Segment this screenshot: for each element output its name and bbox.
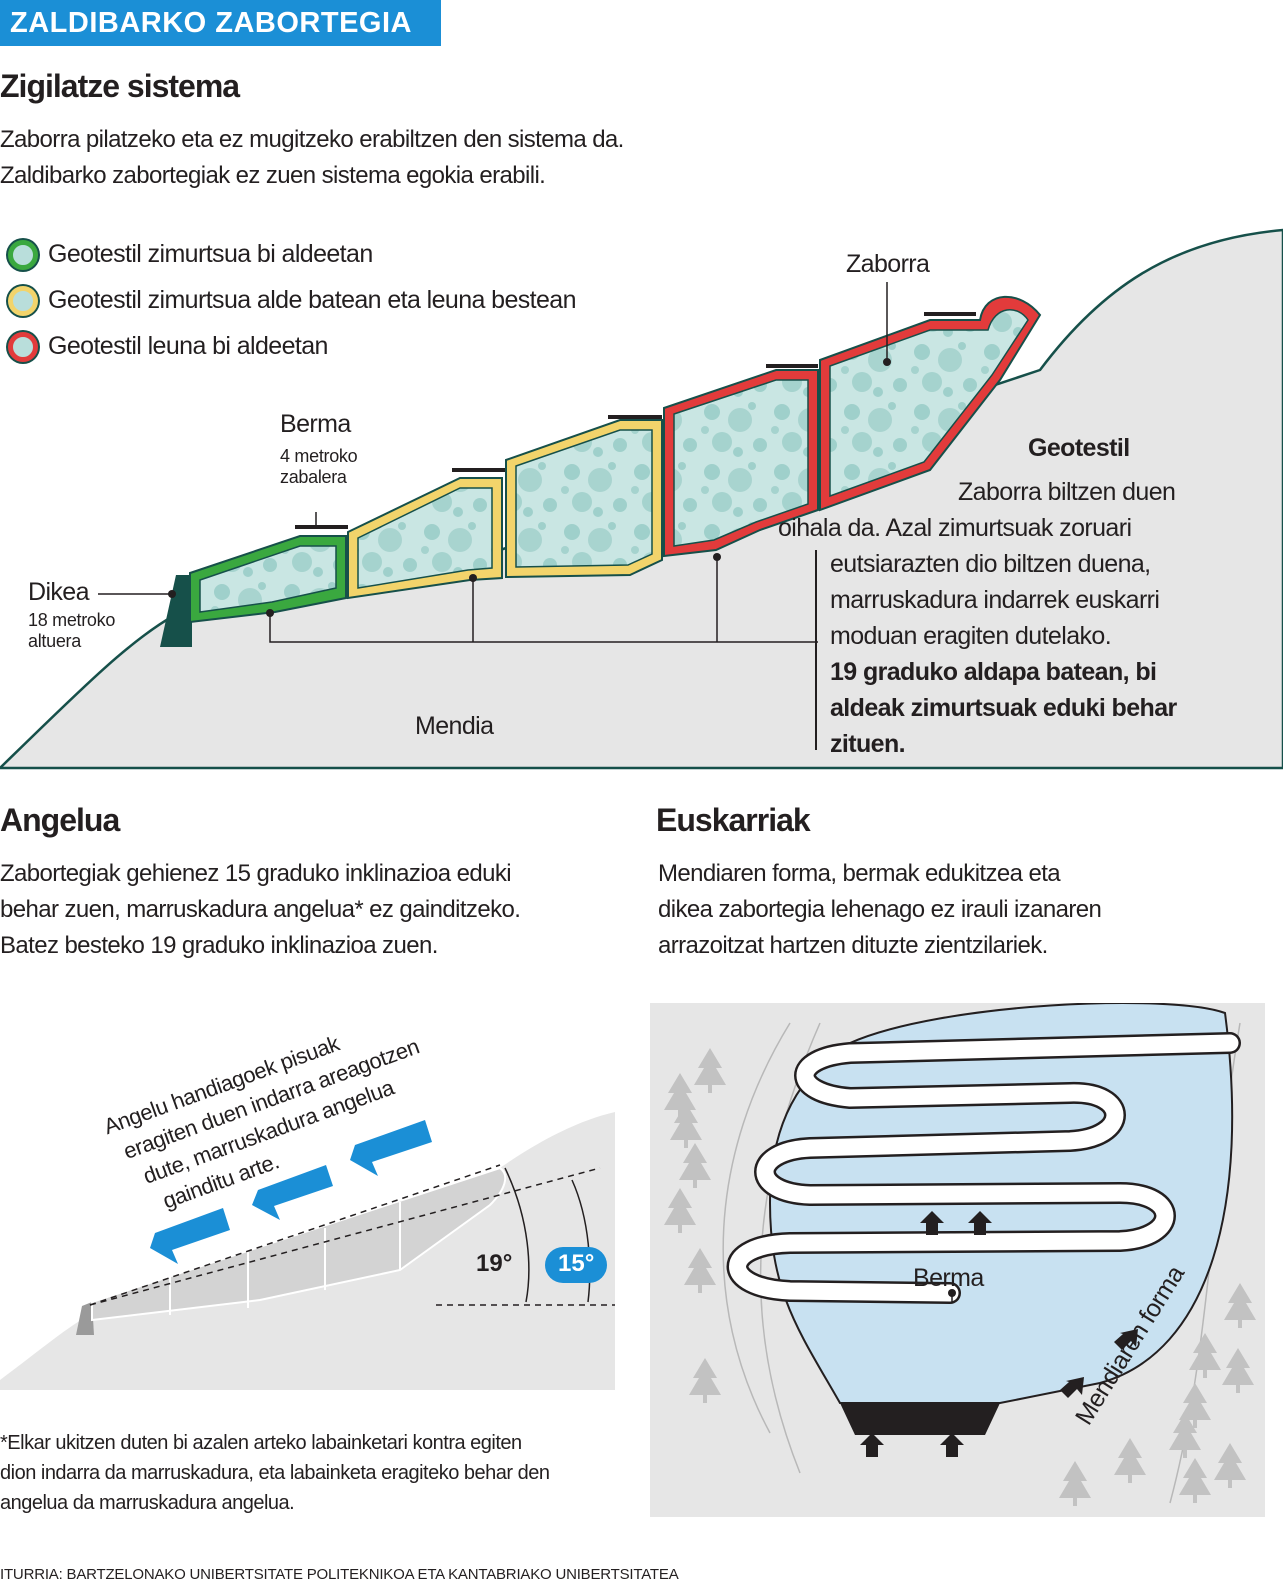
angle-text-line: Zabortegiak gehienez 15 graduko inklinaz…	[0, 860, 512, 887]
angle-arc-19	[504, 1167, 530, 1303]
cell-yellow-2	[505, 419, 663, 579]
angle-19-label: 19°	[476, 1250, 513, 1277]
label-berma: Berma	[280, 410, 351, 438]
geotestil-title: Geotestil	[1028, 434, 1130, 462]
angle-landfill	[91, 1166, 507, 1322]
footnote-line: angelua da marruskadura angelua.	[0, 1492, 295, 1514]
geotestil-text: Zaborra biltzen duen oihala da. Azal zim…	[778, 474, 1250, 762]
legend-label: Geotestil zimurtsua alde batean eta leun…	[48, 286, 577, 314]
legend-item-yellow: Geotestil zimurtsua alde batean eta leun…	[8, 280, 577, 320]
footnote-line: *Elkar ukitzen duten bi azalen arteko la…	[0, 1432, 522, 1454]
force-arrows	[150, 1120, 432, 1264]
footnote-line: dion indarra da marruskadura, eta labain…	[0, 1462, 550, 1484]
cell-green-1	[189, 535, 347, 624]
angle-15-label: 15°	[558, 1250, 595, 1277]
label-dikea-sub-line: 18 metroko	[28, 610, 116, 630]
geotestil-line: marruskadura indarrek euskarri	[830, 586, 1160, 614]
legend: Geotestil zimurtsua bi aldeetan Geotesti…	[8, 234, 577, 366]
label-dikea-sub: 18 metroko altuera	[28, 610, 115, 652]
cell-red-1	[663, 369, 819, 558]
tree-icons	[664, 1048, 1256, 1506]
angle-footnote: *Elkar ukitzen duten bi azalen arteko la…	[0, 1428, 550, 1518]
sealing-heading: Zigilatze sistema	[0, 68, 240, 104]
source-credit: ITURRIA: BARTZELONAKO UNIBERTSITATE POLI…	[0, 1566, 679, 1583]
sealing-text-line: Zaldibarko zabortegiak ez zuen sistema e…	[0, 162, 546, 189]
legend-swatch-red	[8, 332, 38, 363]
sealing-diagram	[0, 228, 1283, 770]
geotestil-bold-line: 19 graduko aldapa batean, bi	[830, 658, 1157, 686]
cell-yellow-1	[347, 477, 503, 600]
supports-text-line: Mendiaren forma, bermak edukitzea eta	[658, 860, 1061, 887]
legend-label: Geotestil zimurtsua bi aldeetan	[48, 240, 373, 268]
dike-base	[840, 1403, 1000, 1435]
supports-berma-label: Berma	[913, 1264, 984, 1292]
geotestil-line: eutsiarazten dio biltzen duena,	[830, 550, 1151, 578]
label-mendia: Mendia	[415, 712, 494, 740]
geotestil-bold-line: zituen.	[830, 730, 906, 758]
supports-text: Mendiaren forma, bermak edukitzea eta di…	[658, 856, 1102, 964]
legend-label: Geotestil leuna bi aldeetan	[48, 332, 328, 360]
supports-heading: Euskarriak	[656, 802, 811, 838]
label-dikea-sub-line: altuera	[28, 631, 81, 651]
angle-arc-15	[571, 1179, 591, 1303]
angle-badge-15	[545, 1247, 607, 1283]
page-banner: ZALDIBARKO ZABORTEGIA	[0, 0, 441, 46]
angle-text: Zabortegiak gehienez 15 graduko inklinaz…	[0, 856, 521, 964]
angle-cells	[169, 1202, 401, 1315]
sealing-text: Zaborra pilatzeko eta ez mugitzeko erabi…	[0, 122, 624, 194]
label-berma-sub-line: 4 metroko	[280, 446, 358, 466]
supports-text-line: dikea zabortegia lehenago ez irauli izan…	[658, 896, 1102, 923]
geotestil-bold-line: aldeak zimurtsuak eduki behar	[830, 694, 1177, 722]
berma-bars	[295, 312, 976, 529]
angle-text-line: Batez besteko 19 graduko inklinazioa zue…	[0, 932, 438, 959]
legend-item-red: Geotestil leuna bi aldeetan	[8, 326, 576, 366]
geotestil-line: moduan eragiten dutelako.	[830, 622, 1112, 650]
legend-swatch-yellow	[8, 286, 38, 317]
legend-swatch-green	[8, 240, 38, 271]
label-berma-sub: 4 metroko zabalera	[280, 446, 358, 488]
angle-diagram	[0, 1112, 615, 1390]
legend-item-green: Geotestil zimurtsua bi aldeetan	[8, 234, 576, 274]
support-arrows	[860, 1211, 1138, 1457]
geotestil-line: oihala da. Azal zimurtsuak zoruari	[778, 514, 1132, 542]
angle-heading: Angelua	[0, 802, 120, 838]
label-zaborra: Zaborra	[846, 250, 930, 278]
label-berma-sub-line: zabalera	[280, 467, 347, 487]
mountain-slope	[0, 228, 1283, 770]
cell-red-2	[819, 295, 1042, 512]
angle-dike	[76, 1302, 94, 1335]
leader-lines	[98, 282, 888, 643]
sealing-text-line: Zaborra pilatzeko eta ez mugitzeko erabi…	[0, 126, 624, 153]
label-dikea: Dikea	[28, 578, 90, 606]
supports-diagram	[650, 1003, 1265, 1517]
angle-text-line: behar zuen, marruskadura angelua* ez gai…	[0, 896, 521, 923]
supports-text-line: arrazoitzat hartzen dituzte zientzilarie…	[658, 932, 1048, 959]
dike	[160, 575, 192, 647]
geotestil-line: Zaborra biltzen duen	[958, 478, 1176, 506]
